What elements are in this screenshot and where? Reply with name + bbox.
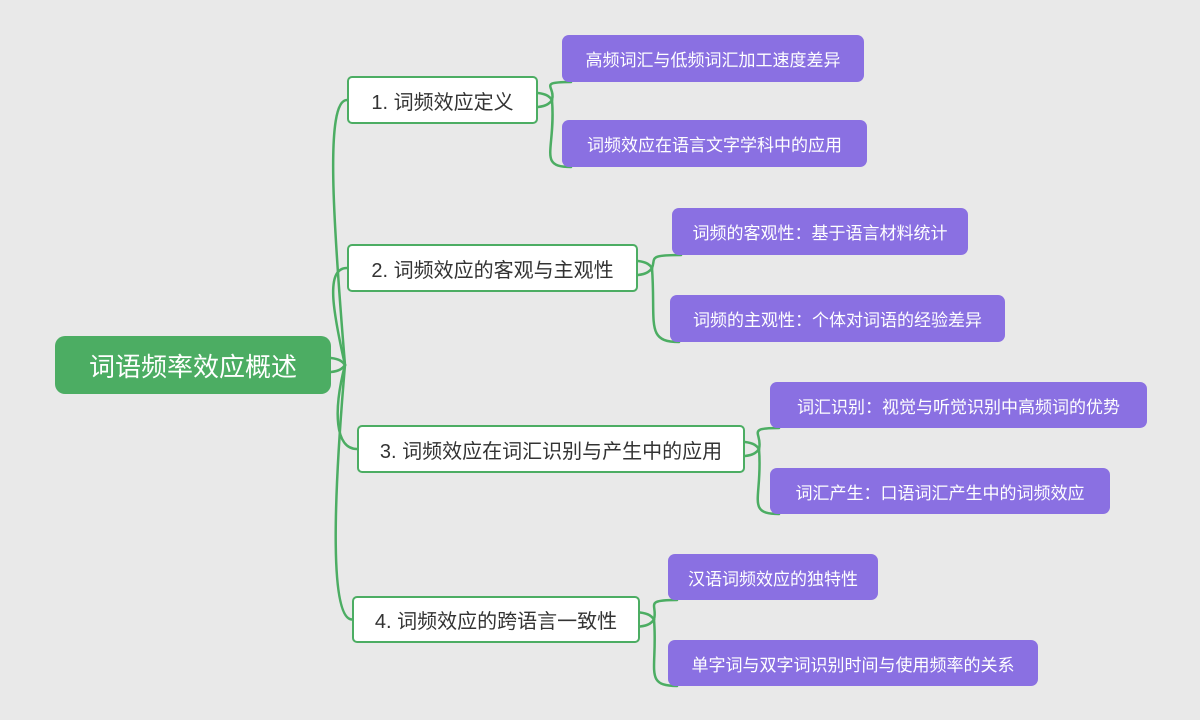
- leaf-topic-4-2[interactable]: 单字词与双字词识别时间与使用频率的关系: [668, 640, 1038, 686]
- leaf-topic-2-2[interactable]: 词频的主观性：个体对词语的经验差异: [670, 295, 1005, 342]
- leaf-topic-4-1[interactable]: 汉语词频效应的独特性: [668, 554, 878, 600]
- branch-topic-2[interactable]: 2. 词频效应的客观与主观性: [347, 244, 638, 292]
- leaf-topic-1-1[interactable]: 高频词汇与低频词汇加工速度差异: [562, 35, 864, 82]
- leaf-topic-1-2[interactable]: 词频效应在语言文字学科中的应用: [562, 120, 867, 167]
- branch-topic-3[interactable]: 3. 词频效应在词汇识别与产生中的应用: [357, 425, 745, 473]
- leaf-topic-3-2[interactable]: 词汇产生：口语词汇产生中的词频效应: [770, 468, 1110, 514]
- root-topic[interactable]: 词语频率效应概述: [55, 336, 331, 394]
- leaf-topic-3-1[interactable]: 词汇识别：视觉与听觉识别中高频词的优势: [770, 382, 1147, 428]
- branch-topic-1[interactable]: 1. 词频效应定义: [347, 76, 538, 124]
- branch-topic-4[interactable]: 4. 词频效应的跨语言一致性: [352, 596, 640, 643]
- leaf-topic-2-1[interactable]: 词频的客观性：基于语言材料统计: [672, 208, 968, 255]
